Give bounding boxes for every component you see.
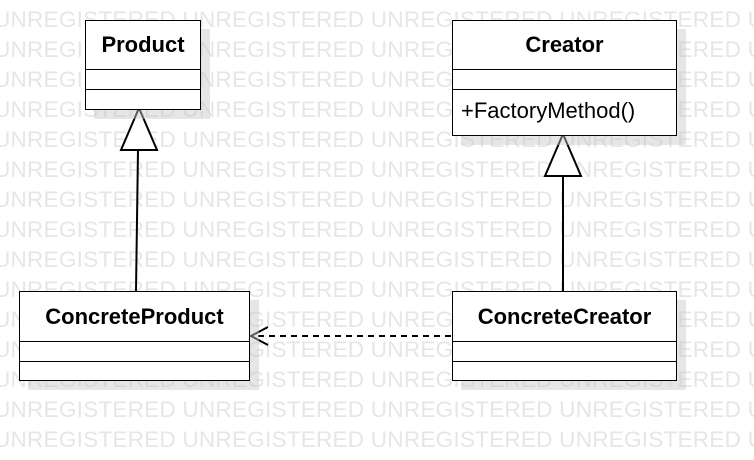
class-concrete-creator-name: ConcreteCreator — [477, 303, 652, 329]
class-concrete-product[interactable]: ConcreteProduct — [19, 291, 250, 381]
class-concrete-creator-attributes — [453, 341, 676, 361]
class-product-operations — [86, 89, 200, 108]
generalization-arrowhead-creator — [543, 131, 583, 177]
class-concrete-product-operations — [20, 361, 249, 379]
watermark-text-row: UNREGISTERED UNREGISTERED UNREGISTERED U… — [0, 397, 754, 422]
class-product-name: Product — [101, 32, 185, 57]
class-product-attributes — [86, 69, 200, 89]
watermark-text-row: UNREGISTERED UNREGISTERED UNREGISTERED U… — [0, 247, 754, 272]
class-creator[interactable]: Creator +FactoryMethod() — [452, 20, 677, 136]
dependency-arrowhead — [248, 326, 269, 346]
class-creator-name: Creator — [525, 32, 604, 57]
class-concrete-product-name: ConcreteProduct — [45, 303, 224, 329]
watermark-text-row: UNREGISTERED UNREGISTERED UNREGISTERED U… — [0, 427, 754, 452]
generalization-arrowhead-product — [119, 105, 159, 151]
class-concrete-creator[interactable]: ConcreteCreator — [452, 291, 677, 381]
class-creator-operations: +FactoryMethod() — [453, 89, 676, 134]
watermark-text-row: UNREGISTERED UNREGISTERED UNREGISTERED U… — [0, 187, 754, 212]
watermark-text-row: UNREGISTERED UNREGISTERED UNREGISTERED U… — [0, 217, 754, 242]
class-creator-attributes — [453, 69, 676, 89]
class-concrete-creator-operations — [453, 361, 676, 379]
class-concrete-product-attributes — [20, 341, 249, 361]
class-product[interactable]: Product — [85, 20, 201, 110]
generalization-line-product — [135, 149, 139, 292]
class-creator-operation-factorymethod: +FactoryMethod() — [461, 98, 636, 123]
